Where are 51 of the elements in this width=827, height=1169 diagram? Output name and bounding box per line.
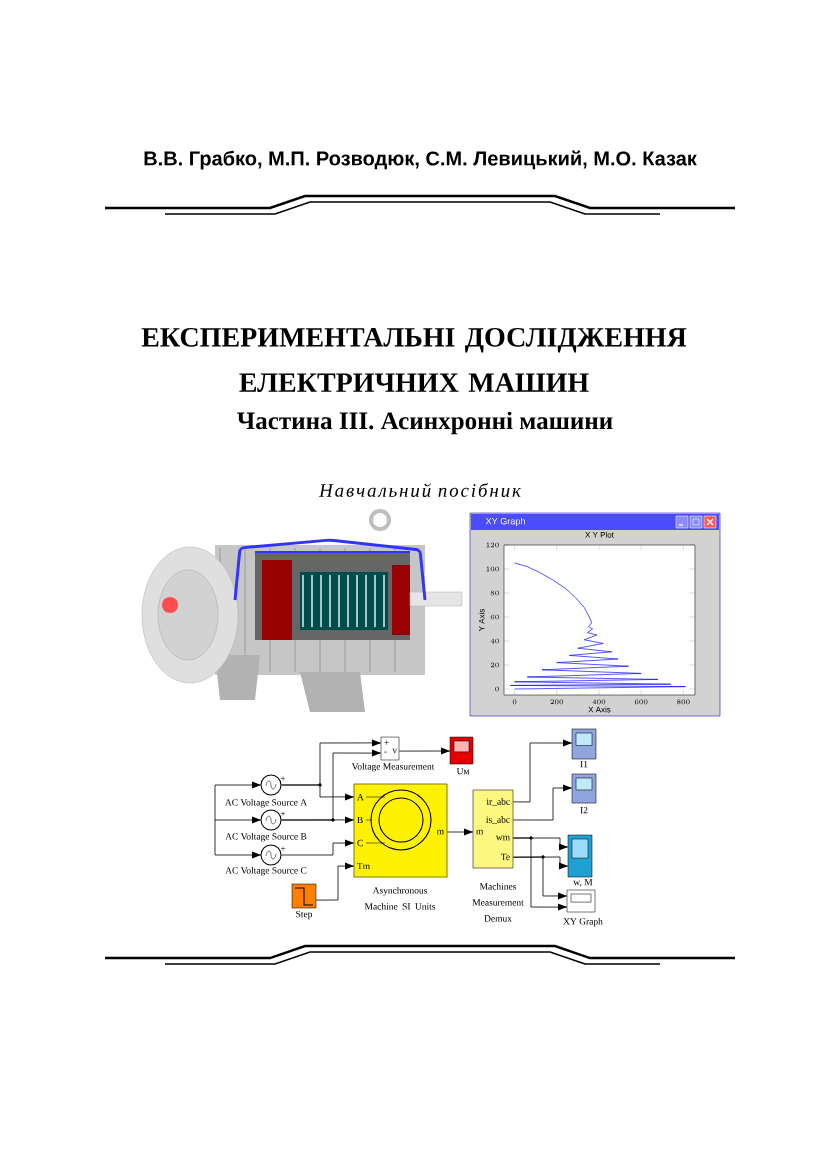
port-label: - [384,751,387,753]
title: ЕКСПЕРИМЕНТАЛЬНІ ДОСЛІДЖЕННЯ ЕЛЕКТРИЧНИХ МАШИН [141,327,687,393]
block-label: I1 [580,760,588,768]
arrow [281,783,355,801]
arrow [446,828,474,836]
arrow [281,839,355,856]
port-label: is_abc [486,816,510,824]
block-label: Step [296,910,313,920]
port-label: v [392,748,398,754]
plus-sign: + [280,846,286,851]
block-label: Uм [456,767,470,775]
line-series [510,562,686,690]
block-label: XY Graph [563,917,603,927]
arrow [214,816,261,824]
port-label: B [357,816,363,824]
arrow [214,851,261,859]
block-label: AC Voltage Source A [225,798,307,808]
port-label: Te [500,853,510,861]
block-label: Voltage Measurement [351,762,435,772]
arrow [512,784,573,821]
block-label: Machines Measurement Demux [472,882,524,922]
port-label: C [357,839,363,847]
block-label: Asynchronous Machine SI Units [364,886,436,910]
arrow [512,836,568,911]
arrow [281,816,355,824]
port-label: Tm [357,862,370,870]
port-label: A [357,793,364,801]
arrow [315,862,355,901]
port-label: wm [495,835,510,841]
block-label: I2 [580,806,588,814]
chart-title: X Y Plot [585,531,614,538]
block-label: AC Voltage Source B [225,832,307,842]
subtitle: Навчальний посібник [318,483,521,497]
port-label: m [476,829,484,835]
subtitle: Частина III. Асинхронні машини [237,411,613,435]
port-label: + [384,740,389,745]
arrow [512,739,573,803]
arrow [398,747,451,755]
author-list: В.В. Грабко, М.П. Розводюк, С.М. Левицький, М.О. Казак [144,150,697,170]
window-title: XY Graph [485,517,525,527]
plus-sign: + [280,811,286,816]
arrow [512,855,568,900]
port-label: m [436,829,444,835]
arrow [214,781,261,789]
wire [214,784,216,856]
block-label: w, M [573,878,593,887]
x-axis-title: X Axis [588,706,611,713]
block-label: AC Voltage Source C [225,866,307,876]
y-axis-title: Y Axis [478,608,485,632]
port-label: ir_abc [486,798,510,806]
plus-sign: + [280,776,286,781]
